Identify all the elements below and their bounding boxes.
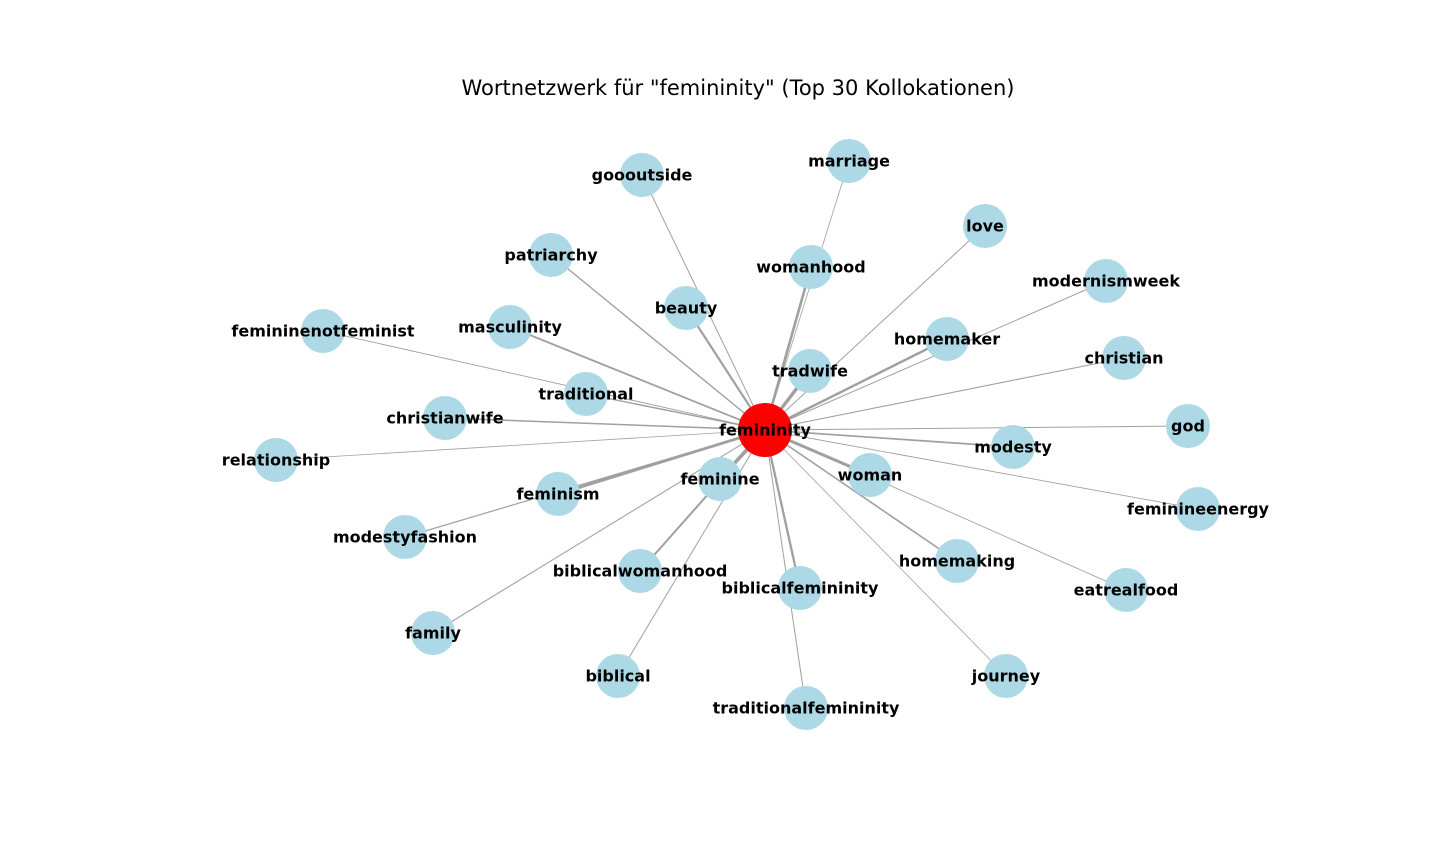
label-god: god (1171, 417, 1205, 436)
node-relationship (254, 438, 298, 482)
edge-eatrealfood (764, 429, 1127, 591)
edge-god (764, 425, 1189, 431)
edge-relationship (275, 429, 766, 461)
edge-feminineenergy (764, 429, 1199, 510)
label-feminineenergy: feminineenergy (1127, 500, 1270, 519)
node-feminine (698, 457, 742, 501)
label-beauty: beauty (655, 299, 718, 318)
label-christian: christian (1084, 349, 1163, 368)
node-layer (254, 139, 1220, 730)
node-womanhood (789, 245, 833, 289)
edge-femininenotfeminist (322, 330, 766, 431)
edge-masculinity (509, 326, 766, 431)
node-traditionalfemininity (784, 686, 828, 730)
label-center-femininity: femininity (719, 421, 811, 440)
edge-christianwife (444, 417, 766, 431)
node-feminineenergy (1176, 487, 1220, 531)
node-journey (984, 654, 1028, 698)
label-tradwife: tradwife (772, 362, 848, 381)
label-homemaking: homemaking (899, 552, 1015, 571)
node-modesty (991, 425, 1035, 469)
label-homemaker: homemaker (894, 330, 1000, 349)
node-beauty (664, 286, 708, 330)
node-modernismweek (1084, 259, 1128, 303)
node-patriarchy (529, 233, 573, 277)
edge-womanhood (763, 266, 813, 431)
node-feminism (536, 472, 580, 516)
label-masculinity: masculinity (458, 318, 562, 337)
label-family: family (405, 624, 461, 643)
node-masculinity (488, 305, 532, 349)
node-marriage (827, 139, 871, 183)
node-family (411, 611, 455, 655)
label-modestyfashion: modestyfashion (333, 528, 477, 547)
edge-biblicalwomanhood (639, 429, 766, 572)
node-christian (1102, 336, 1146, 380)
label-modernismweek: modernismweek (1032, 272, 1180, 291)
edge-biblical (617, 429, 766, 677)
chart-title: Wortnetzwerk für "femininity" (Top 30 Ko… (462, 76, 1015, 100)
label-womanhood: womanhood (756, 258, 865, 277)
edge-traditionalfemininity (764, 429, 807, 709)
label-goooutside: goooutside (592, 166, 693, 185)
node-goooutside (620, 153, 664, 197)
label-christianwife: christianwife (386, 409, 503, 428)
node-woman (848, 453, 892, 497)
node-biblicalfemininity (778, 566, 822, 610)
node-homemaker (925, 317, 969, 361)
label-love: love (966, 217, 1004, 236)
edge-homemaker (764, 337, 948, 432)
label-traditionalfemininity: traditionalfemininity (713, 699, 900, 718)
node-love (963, 204, 1007, 248)
edge-patriarchy (550, 254, 766, 431)
label-biblicalfemininity: biblicalfemininity (722, 579, 879, 598)
edge-modesty (764, 429, 1014, 448)
label-layer: goooutside marriage love patriarchy womanhoo… (222, 152, 1270, 718)
node-femininenotfeminist (301, 309, 345, 353)
label-traditional: traditional (538, 385, 633, 404)
node-center-femininity (738, 403, 792, 457)
edge-modestyfashion (404, 429, 766, 538)
label-modesty: modesty (974, 438, 1052, 457)
node-modestyfashion (383, 515, 427, 559)
node-tradwife (788, 349, 832, 393)
node-eatrealfood (1104, 568, 1148, 612)
label-biblicalwomanhood: biblicalwomanhood (553, 562, 728, 581)
label-journey: journey (971, 667, 1041, 686)
edge-traditional (585, 393, 766, 431)
label-relationship: relationship (222, 451, 330, 470)
label-biblical: biblical (585, 667, 650, 686)
label-patriarchy: patriarchy (504, 246, 598, 265)
node-traditional (564, 372, 608, 416)
node-god (1166, 404, 1210, 448)
label-eatrealfood: eatrealfood (1074, 581, 1179, 600)
node-biblical (596, 654, 640, 698)
label-feminine: feminine (680, 470, 759, 489)
edge-love (764, 225, 986, 431)
node-christianwife (423, 396, 467, 440)
label-marriage: marriage (808, 152, 890, 171)
edge-christian (764, 357, 1125, 431)
edge-journey (764, 429, 1007, 677)
edge-homemaking (764, 429, 958, 562)
label-woman: woman (838, 466, 903, 485)
label-feminism: feminism (516, 485, 599, 504)
node-biblicalwomanhood (618, 549, 662, 593)
node-homemaking (935, 539, 979, 583)
label-femininenotfeminist: femininenotfeminist (231, 322, 414, 341)
